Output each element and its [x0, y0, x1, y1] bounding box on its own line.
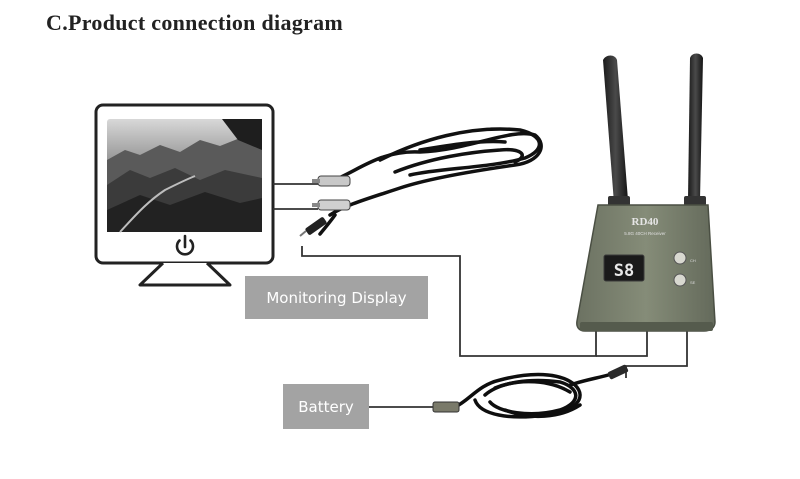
power-icon	[175, 234, 195, 256]
channel-display	[603, 254, 645, 282]
receiver-rd40: RD40 5.8G 40CH Receiver S8 CH SE	[576, 53, 716, 332]
power-cable	[453, 372, 614, 419]
button-ch[interactable]	[673, 251, 687, 265]
battery-label: Battery	[283, 384, 369, 429]
button-se[interactable]	[673, 273, 687, 287]
monitoring-display-label: Monitoring Display	[245, 276, 428, 319]
page-title: C.Product connection diagram	[46, 10, 344, 35]
monitor-stand	[138, 261, 232, 287]
rca-plugs	[299, 175, 351, 237]
button-se-label: SE	[690, 280, 696, 285]
power-in-line	[625, 329, 688, 378]
monitor	[94, 103, 275, 287]
receiver-subtitle: 5.8G 40CH Receiver	[624, 231, 666, 236]
audio-out-line	[596, 329, 648, 357]
antenna-left	[603, 55, 628, 203]
screen-landscape	[107, 119, 262, 233]
av-cable	[318, 127, 543, 236]
antenna-right	[688, 53, 703, 200]
dc-plug-battery-end	[432, 401, 460, 413]
video-out-line	[301, 246, 597, 357]
button-ch-label: CH	[690, 258, 696, 263]
channel-display-value: S8	[614, 261, 634, 281]
receiver-model: RD40	[632, 216, 659, 228]
dc-plug-receiver-end	[607, 364, 629, 380]
